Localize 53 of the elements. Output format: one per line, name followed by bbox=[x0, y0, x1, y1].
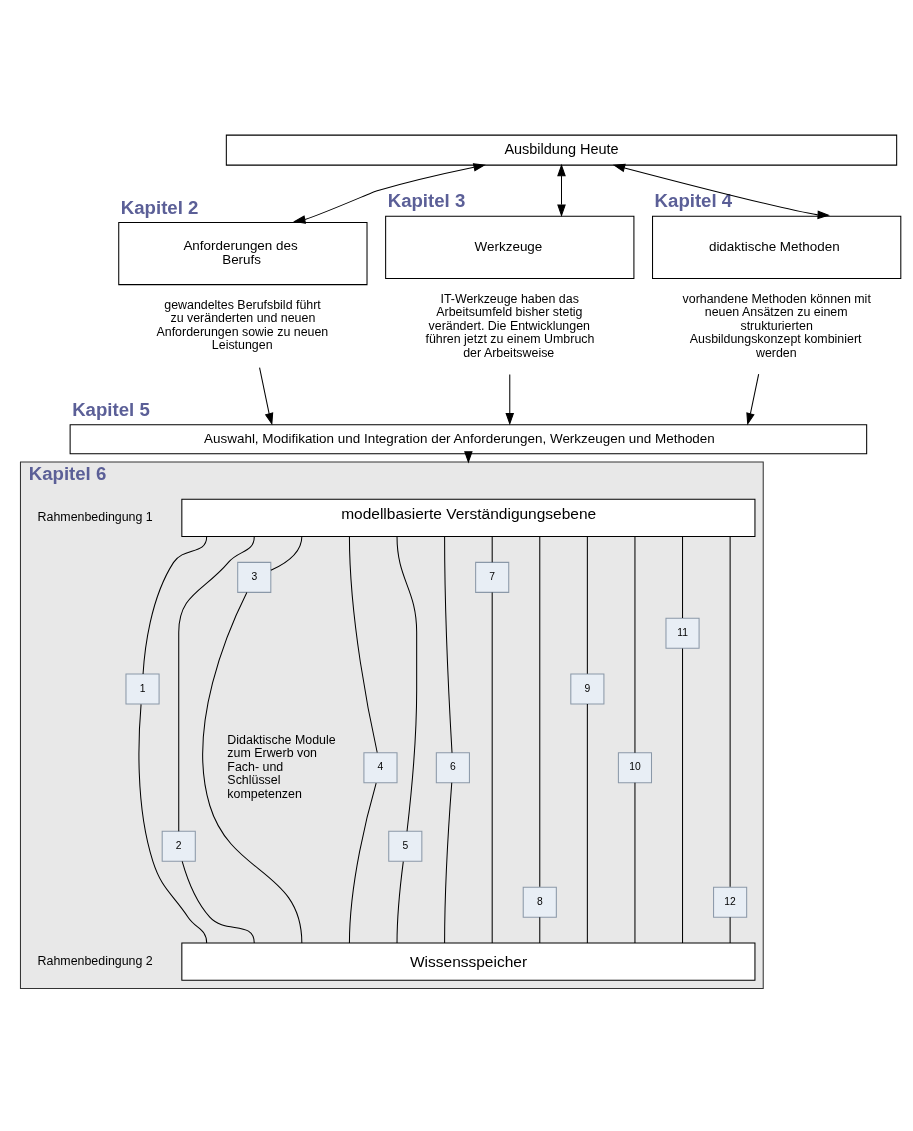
connector bbox=[396, 535, 418, 832]
arrow bbox=[259, 366, 274, 425]
connector bbox=[539, 535, 541, 887]
connector bbox=[729, 535, 731, 887]
connector bbox=[491, 591, 493, 944]
connector bbox=[181, 860, 255, 944]
node-box: 8 bbox=[522, 886, 557, 918]
connector bbox=[202, 591, 303, 944]
node-box: 2 bbox=[161, 830, 196, 862]
arrow bbox=[505, 373, 515, 425]
connector bbox=[586, 703, 588, 944]
connector bbox=[682, 535, 684, 618]
connector bbox=[634, 781, 636, 944]
label: Didaktische Module zum Erwerb von Fach- und Schlüssel kompetenzen bbox=[227, 732, 336, 801]
node-box: 10 bbox=[617, 751, 652, 783]
connector bbox=[586, 535, 588, 674]
node-box: 4 bbox=[363, 751, 398, 783]
connector bbox=[444, 535, 453, 753]
node-label: Kapitel 4 bbox=[654, 189, 733, 211]
connector bbox=[348, 535, 378, 753]
connector bbox=[491, 535, 493, 563]
connector bbox=[138, 703, 208, 944]
node-label: Kapitel 2 bbox=[120, 196, 199, 218]
node-label: gewandeltes Berufsbild führt zu veränderten und neuen Anforderungen sowie zu neuen Leistungen bbox=[156, 297, 329, 352]
node-label: Kapitel 5 bbox=[72, 398, 150, 420]
node-box: 3 bbox=[237, 561, 272, 593]
node-box: 6 bbox=[435, 751, 470, 783]
node-label: IT-Werkzeuge haben das Arbeitsumfeld bisher stetig verändert. Die Entwicklungen führen jetzt zu einem Umbruch der Arbeitsweise bbox=[425, 291, 595, 360]
connector bbox=[444, 781, 453, 944]
label: Rahmenbedingung 2 bbox=[37, 953, 153, 968]
node-box: 7 bbox=[475, 561, 510, 593]
node-label: vorhandene Methoden können mit neuen Ansätzen zu einem strukturierten Ausbildungskonzept kombiniert werden bbox=[682, 291, 871, 360]
node-box: 11 bbox=[665, 617, 700, 649]
connector bbox=[396, 860, 404, 944]
connector bbox=[348, 782, 377, 944]
node-box: 5 bbox=[388, 830, 423, 862]
connector bbox=[270, 535, 303, 571]
node-box: 9 bbox=[570, 673, 605, 705]
arrow bbox=[557, 163, 566, 217]
connector bbox=[634, 535, 636, 753]
arrow bbox=[293, 162, 486, 224]
node-box: 12 bbox=[713, 886, 748, 918]
arrow bbox=[746, 373, 760, 425]
label: Rahmenbedingung 1 bbox=[37, 509, 153, 524]
arrow bbox=[612, 163, 830, 219]
connector bbox=[729, 916, 731, 944]
node-box: 1 bbox=[125, 673, 160, 705]
connector bbox=[142, 535, 208, 675]
connector bbox=[682, 647, 684, 944]
connector bbox=[539, 916, 541, 944]
node-label: Kapitel 3 bbox=[387, 189, 466, 211]
node-box: Ausbildung Heute bbox=[225, 134, 898, 166]
connector bbox=[178, 535, 255, 832]
